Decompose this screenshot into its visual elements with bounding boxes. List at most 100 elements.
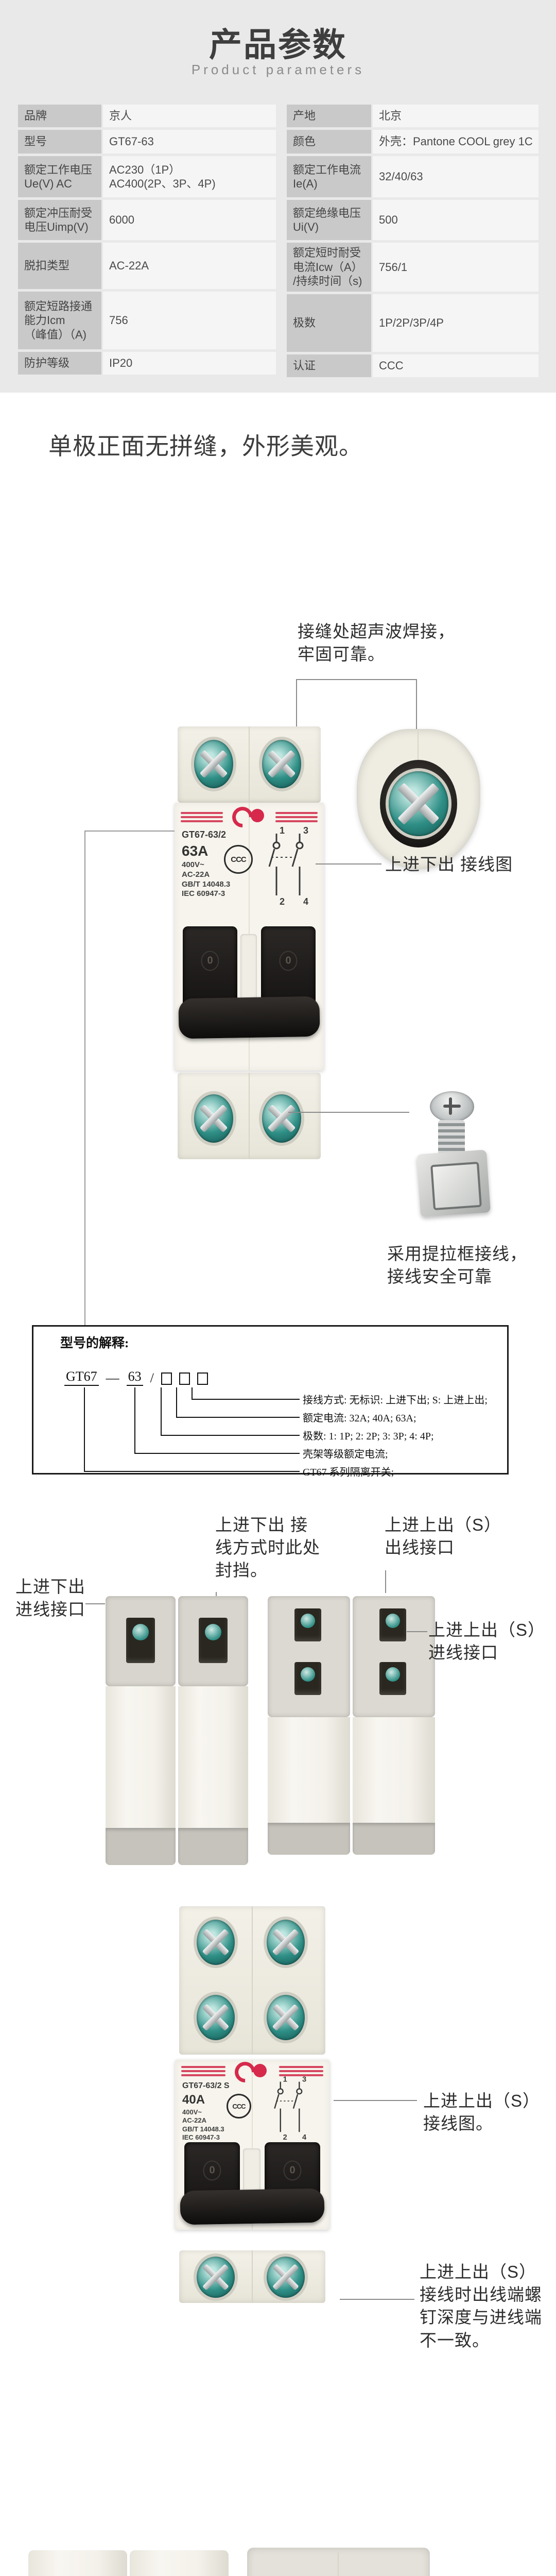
s2-topright-leader [385,1570,386,1593]
breaker2-model-label: GT67-63/2 S [182,2081,230,2090]
breaker1-specs-label: 400V~ AC-22A GB/T 14048.3 IEC 60947-3 [182,860,231,899]
spec-label: 防护等级 [18,352,101,375]
wiring1-leader [316,863,381,865]
breaker-front-photo: GT67-63/2 63A CCC 400V~ AC-22A GB/T 1404… [175,726,324,1159]
weld-leader-right [416,679,417,731]
spec-value: IP20 [103,352,276,375]
spec-label: 额定冲压耐受 电压Uimp(V) [18,200,101,240]
model-leader-h [84,831,175,832]
clamp-note: 采用提拉框接线， 接线安全可靠 [387,1244,527,1286]
spec-label: 额定工作电压 Ue(V) AC [18,156,101,197]
weld-leader-top [296,679,417,680]
spec-label: 额定绝缘电压 Ui(V) [287,200,371,240]
svg-text:3: 3 [303,825,308,836]
spec-value: 756 [103,292,276,349]
s4-photo-right [247,2548,430,2576]
svg-text:1: 1 [280,825,285,836]
model-note-4: 壳架等级额定电流; [303,1449,388,1460]
weld-leader-left [296,679,297,740]
model-box-title: 型号的解释: [60,1336,129,1350]
breaker1-handle [178,996,320,1039]
breaker-s-photo: GT67-63/2 S 40A CCC 400V~ AC-22A GB/T 14… [175,1906,329,2303]
table-row: 颜色外壳：Pantone COOL grey 1C [287,130,538,154]
model-note-1: 接线方式: 无标识: 上进下出; S: 上进上出; [303,1395,488,1406]
spec-label: 颜色 [287,130,371,154]
model-code-line: GT67 — 63 / [64,1369,208,1386]
spec-value: GT67-63 [103,130,276,154]
wiring-diagram-icon: 1 3 2 4 [268,825,308,907]
model-explanation-box: 型号的解释: GT67 — 63 / 接线方式: 无标识: 上进下出; S: 上… [32,1325,509,1478]
svg-text:2: 2 [283,2133,287,2141]
macro-screw-icon [389,771,448,836]
table-row: 额定冲压耐受 电压Uimp(V)6000 [18,200,276,240]
clamp-photo [409,1091,497,1220]
model-square-1 [161,1372,172,1385]
s2-left-leader [85,1603,105,1604]
svg-text:4: 4 [303,896,308,907]
table-row: 额定短时耐受 电流Icw（A） /持续时间（s)756/1 [287,243,538,292]
model-square-3 [197,1372,208,1385]
svg-text:4: 4 [302,2133,307,2141]
weld-note: 接缝处超声波焊接， 牢固可靠。 [298,622,455,664]
spec-value: 6000 [103,200,276,240]
breaker2-specs-label: 400V~ AC-22A GB/T 14048.3 IEC 60947-3 [182,2108,224,2141]
spec-label: 产地 [287,105,371,127]
brand-stripes-left-icon [181,812,223,822]
s3-screw-note: 上进上出（S） 接线时出线端螺 钉深度与进线端 不一致。 [420,2262,542,2350]
breaker1-model-label: GT67-63/2 [182,829,227,840]
wiring-diagram-s-icon: 1 3 2 4 [274,2076,307,2141]
clamp-leader [288,1112,409,1113]
brand-stripes-right-icon [275,812,318,822]
spec-label: 额定短时耐受 电流Icw（A） /持续时间（s) [287,243,371,292]
model-dash: — [106,1370,119,1385]
s3-wiring-note: 上进上出（S） 接线图。 [423,2091,541,2133]
s3-screw-leader [340,2299,414,2300]
model-series: GT67 [64,1369,99,1386]
s2-left-note: 上进下出 进线接口 [15,1577,85,1619]
table-row: 额定绝缘电压 Ui(V)500 [287,200,538,240]
ccc-mark-icon: CCC [227,2094,251,2119]
table-row: 额定短路接通 能力Icm （峰值）（A)756 [18,292,276,349]
table-row: 额定工作电流 Ie(A)32/40/63 [287,156,538,197]
spec-label: 品牌 [18,105,101,127]
svg-text:1: 1 [283,2076,287,2084]
s3-wiring-leader [334,2100,417,2101]
spec-label: 认证 [287,354,371,377]
s2-topright-note: 上进上出（S） 出线接口 [385,1515,502,1557]
model-frame: 63 [126,1369,143,1386]
s2-right-leader [407,1631,427,1632]
table-row: 产地北京 [287,105,538,127]
model-note-3: 极数: 1: 1P; 2: 2P; 3: 3P; 4: 4P; [303,1431,434,1442]
page-title: 产品参数 [209,26,347,63]
ccc-mark-icon: CCC [224,845,253,874]
spec-value: 外壳：Pantone COOL grey 1C [373,130,538,154]
spec-label: 极数 [287,294,371,352]
spec-value: 756/1 [373,243,538,292]
s2-photo-left [106,1596,248,1865]
spec-value: AC-22A [103,243,276,289]
breaker1-amp-label: 63A [182,843,208,859]
breaker2-amp-label: 40A [182,2093,205,2107]
spec-value: 32/40/63 [373,156,538,197]
s2-photo-right [268,1596,435,1855]
model-square-2 [179,1372,190,1385]
spec-value: 500 [373,200,538,240]
spec-label: 型号 [18,130,101,154]
svg-text:3: 3 [302,2076,306,2084]
spec-label: 脱扣类型 [18,243,101,289]
spec-value: 京人 [103,105,276,127]
breaker2-handle [180,2188,325,2225]
model-slash: / [150,1370,154,1385]
model-note-2: 额定电流: 32A; 40A; 63A; [303,1413,416,1424]
spec-label: 额定工作电流 Ie(A) [287,156,371,197]
spec-label: 额定短路接通 能力Icm （峰值）（A) [18,292,101,349]
